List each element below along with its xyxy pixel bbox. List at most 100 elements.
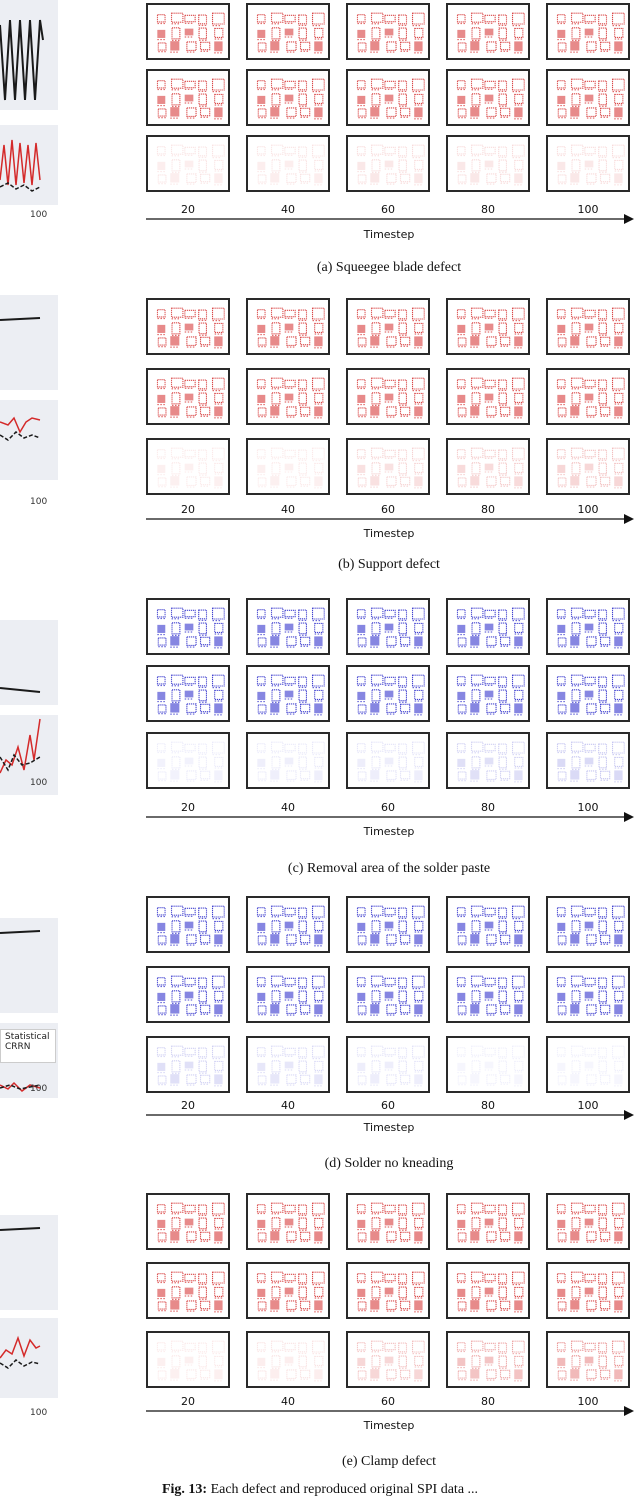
heatmap-frame xyxy=(246,665,330,722)
heatmap-frame xyxy=(546,598,630,655)
timestep-label: 20 xyxy=(181,1395,195,1408)
panel-a: 100 20 40 60 80 100 Timestep (a) Squeege… xyxy=(0,0,640,275)
heatmap-frame xyxy=(246,1193,330,1250)
panel-c: 100 20 40 60 80 100 Timestep (c) Removal… xyxy=(0,595,640,880)
heatmap-frame xyxy=(146,368,230,425)
panel-d: Statistical CRRN 100 20 40 60 80 100 Tim… xyxy=(0,893,640,1183)
heatmap-frame xyxy=(546,69,630,126)
heatmap-frame xyxy=(446,665,530,722)
x-axis-title: Timestep xyxy=(363,825,415,838)
timestep-label: 40 xyxy=(281,503,295,516)
heatmap-frame xyxy=(346,1193,430,1250)
heatmap-frame xyxy=(246,598,330,655)
timestep-arrow xyxy=(146,1406,634,1416)
heatmap-frame xyxy=(146,69,230,126)
heatmap-frame xyxy=(546,298,630,355)
timestep-label: 60 xyxy=(381,801,395,814)
heatmap-frame xyxy=(346,598,430,655)
heatmap-frame xyxy=(146,665,230,722)
heatmap-frame xyxy=(346,665,430,722)
heatmap-frame xyxy=(146,3,230,60)
heatmap-frame xyxy=(246,1036,330,1093)
heatmap-frame xyxy=(346,3,430,60)
heatmap-frame xyxy=(346,896,430,953)
heatmap-frame xyxy=(346,1331,430,1388)
heatmap-frame xyxy=(246,896,330,953)
x-tick-100: 100 xyxy=(30,778,48,788)
heatmap-frame xyxy=(146,438,230,495)
timestep-arrow xyxy=(146,214,634,224)
heatmap-frame xyxy=(146,1036,230,1093)
heatmap-frame xyxy=(446,135,530,192)
x-axis-title: Timestep xyxy=(363,527,415,540)
panel-caption: (a) Squeegee blade defect xyxy=(316,260,462,275)
bottom-line-plot xyxy=(0,125,58,205)
timestep-arrow xyxy=(146,1110,634,1120)
legend-item-statistical: Statistical xyxy=(5,1032,50,1042)
bottom-line-plot xyxy=(0,1318,58,1398)
heatmap-frame xyxy=(546,732,630,789)
timestep-label: 40 xyxy=(281,1395,295,1408)
x-tick-100: 100 xyxy=(30,497,48,507)
panel-caption: (d) Solder no kneading xyxy=(324,1156,454,1171)
heatmap-grid xyxy=(146,298,632,495)
panel-caption: (c) Removal area of the solder paste xyxy=(287,861,491,876)
heatmap-frame xyxy=(246,438,330,495)
heatmap-frame xyxy=(246,966,330,1023)
heatmap-frame xyxy=(346,298,430,355)
heatmap-frame xyxy=(446,69,530,126)
heatmap-frame xyxy=(446,896,530,953)
top-line-plot xyxy=(0,1215,58,1310)
timestep-label: 20 xyxy=(181,203,195,216)
legend-item-crrn: CRRN xyxy=(5,1042,31,1052)
heatmap-frame xyxy=(246,298,330,355)
heatmap-frame xyxy=(546,966,630,1023)
heatmap-frame xyxy=(346,1262,430,1319)
timestep-label: 80 xyxy=(481,801,495,814)
heatmap-grid xyxy=(146,598,632,789)
heatmap-frame xyxy=(146,598,230,655)
heatmap-frame xyxy=(446,1331,530,1388)
timestep-label: 40 xyxy=(281,1099,295,1112)
timestep-label: 20 xyxy=(181,1099,195,1112)
timestep-arrow xyxy=(146,514,634,524)
timestep-label: 60 xyxy=(381,203,395,216)
heatmap-frame xyxy=(446,598,530,655)
heatmap-frame xyxy=(146,966,230,1023)
heatmap-frame xyxy=(346,966,430,1023)
timestep-label: 80 xyxy=(481,1395,495,1408)
heatmap-frame xyxy=(246,1331,330,1388)
x-axis-title: Timestep xyxy=(363,228,415,241)
heatmap-frame xyxy=(546,665,630,722)
x-tick-100: 100 xyxy=(30,1084,48,1094)
heatmap-frame xyxy=(246,1262,330,1319)
heatmap-frame xyxy=(546,896,630,953)
top-line-plot xyxy=(0,620,58,705)
timestep-label: 100 xyxy=(577,203,599,216)
timestep-label: 60 xyxy=(381,1395,395,1408)
figure-caption-text: Each defect and reproduced original SPI … xyxy=(210,1482,479,1497)
panel-e: 100 20 40 60 80 100 Timestep (e) Clamp d… xyxy=(0,1190,640,1475)
heatmap-frame xyxy=(146,732,230,789)
x-axis-title: Timestep xyxy=(363,1121,415,1134)
heatmap-frame xyxy=(246,69,330,126)
heatmap-frame xyxy=(246,135,330,192)
heatmap-frame xyxy=(146,896,230,953)
heatmap-frame xyxy=(446,1036,530,1093)
heatmap-frame xyxy=(146,135,230,192)
left-plot-strip: 100 xyxy=(0,295,62,515)
heatmap-frame xyxy=(346,135,430,192)
heatmap-frame xyxy=(546,135,630,192)
heatmap-frame xyxy=(446,368,530,425)
heatmap-grid xyxy=(146,896,632,1093)
heatmap-grid xyxy=(146,1193,632,1388)
heatmap-frame xyxy=(346,368,430,425)
heatmap-frame xyxy=(146,1331,230,1388)
x-tick-100: 100 xyxy=(30,1408,48,1418)
timestep-label: 100 xyxy=(577,801,599,814)
heatmap-frame xyxy=(346,69,430,126)
timestep-label: 80 xyxy=(481,503,495,516)
top-line-plot xyxy=(0,918,58,1013)
heatmap-frame xyxy=(546,1036,630,1093)
left-plot-strip: 100 xyxy=(0,0,62,230)
